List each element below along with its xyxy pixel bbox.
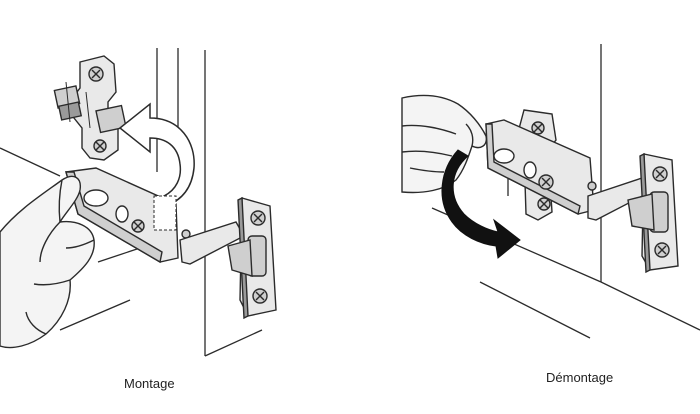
hinge-cup-left <box>227 196 277 320</box>
hinge-arm-left <box>65 167 245 265</box>
dismounting-panel <box>401 44 700 339</box>
curved-arrow-down-icon <box>441 149 521 259</box>
hinge-cup-right <box>627 152 679 274</box>
caption-mounting: Montage <box>124 376 175 391</box>
mounting-plate-left <box>53 55 127 161</box>
mounting-panel <box>0 48 277 357</box>
hinge-arm-right <box>485 119 651 221</box>
caption-dismounting: Démontage <box>546 370 614 385</box>
hand-left <box>0 175 95 349</box>
cabinet-wall-left <box>0 48 263 357</box>
